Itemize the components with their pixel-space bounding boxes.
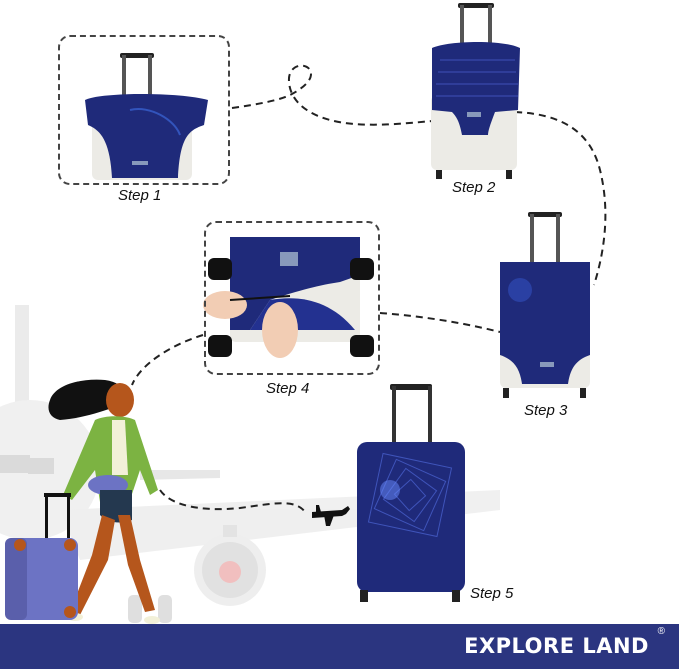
step4-frame (204, 221, 380, 375)
airplane-icon (312, 505, 350, 526)
dashed-path (131, 64, 607, 513)
traveler-suitcase (5, 493, 78, 620)
step4-label: Step 4 (266, 380, 310, 397)
step5-label: Step 5 (470, 585, 514, 602)
step3-label: Step 3 (524, 402, 568, 419)
airplane-background (0, 305, 500, 623)
brand-name: EXPLORE LAND (464, 634, 649, 658)
registered-mark: ® (657, 626, 665, 637)
step1-label: Step 1 (118, 187, 162, 204)
traveler-illustration (48, 379, 160, 624)
step2-label: Step 2 (452, 179, 496, 196)
brand-footer (0, 624, 679, 669)
step2-suitcase-image (431, 3, 520, 179)
step5-suitcase-image (357, 384, 465, 602)
step3-suitcase-image (500, 212, 590, 398)
step1-suitcase-image (85, 53, 208, 180)
step4-suitcase-image (203, 237, 374, 358)
step1-frame (58, 35, 230, 185)
